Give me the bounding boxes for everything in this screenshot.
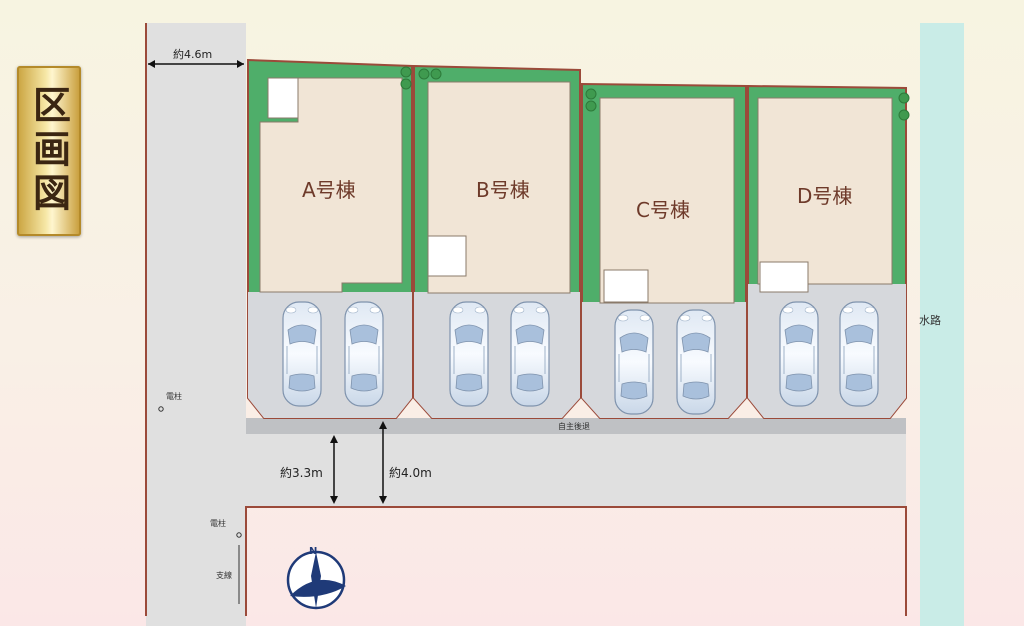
waterway-label: 水路	[919, 314, 941, 327]
map-title: 区画図	[26, 85, 72, 217]
title-plate: 区画図	[17, 66, 81, 236]
lot-b	[413, 64, 581, 419]
utility-pole-1	[158, 406, 164, 412]
west-road	[146, 23, 246, 626]
front-road	[246, 432, 906, 506]
lot-d	[747, 84, 907, 419]
house-label-d: D号棟	[797, 184, 853, 208]
setback-label: 自主後退	[558, 422, 590, 431]
house-label-a: A号棟	[302, 178, 356, 202]
compass-icon	[286, 550, 346, 610]
house-label-b: B号棟	[476, 178, 530, 202]
dimension-north-road	[148, 60, 244, 68]
dimension-front-road	[330, 421, 387, 504]
utility-pole-label-2: 電柱	[210, 519, 226, 528]
house-label-c: C号棟	[636, 198, 690, 222]
lot-a	[247, 58, 413, 419]
waterway	[920, 23, 964, 626]
setback-strip	[246, 418, 906, 434]
utility-pole-2	[236, 532, 242, 538]
north-road-width: 約4.6m	[173, 48, 213, 61]
support-wire-label: 支線	[216, 571, 232, 580]
lot-c	[581, 82, 747, 419]
front-road-width-2: 約4.0m	[389, 466, 432, 480]
compass-north-letter: N	[309, 546, 318, 557]
utility-pole-label-1: 電柱	[166, 392, 182, 401]
front-road-width-1: 約3.3m	[280, 466, 323, 480]
